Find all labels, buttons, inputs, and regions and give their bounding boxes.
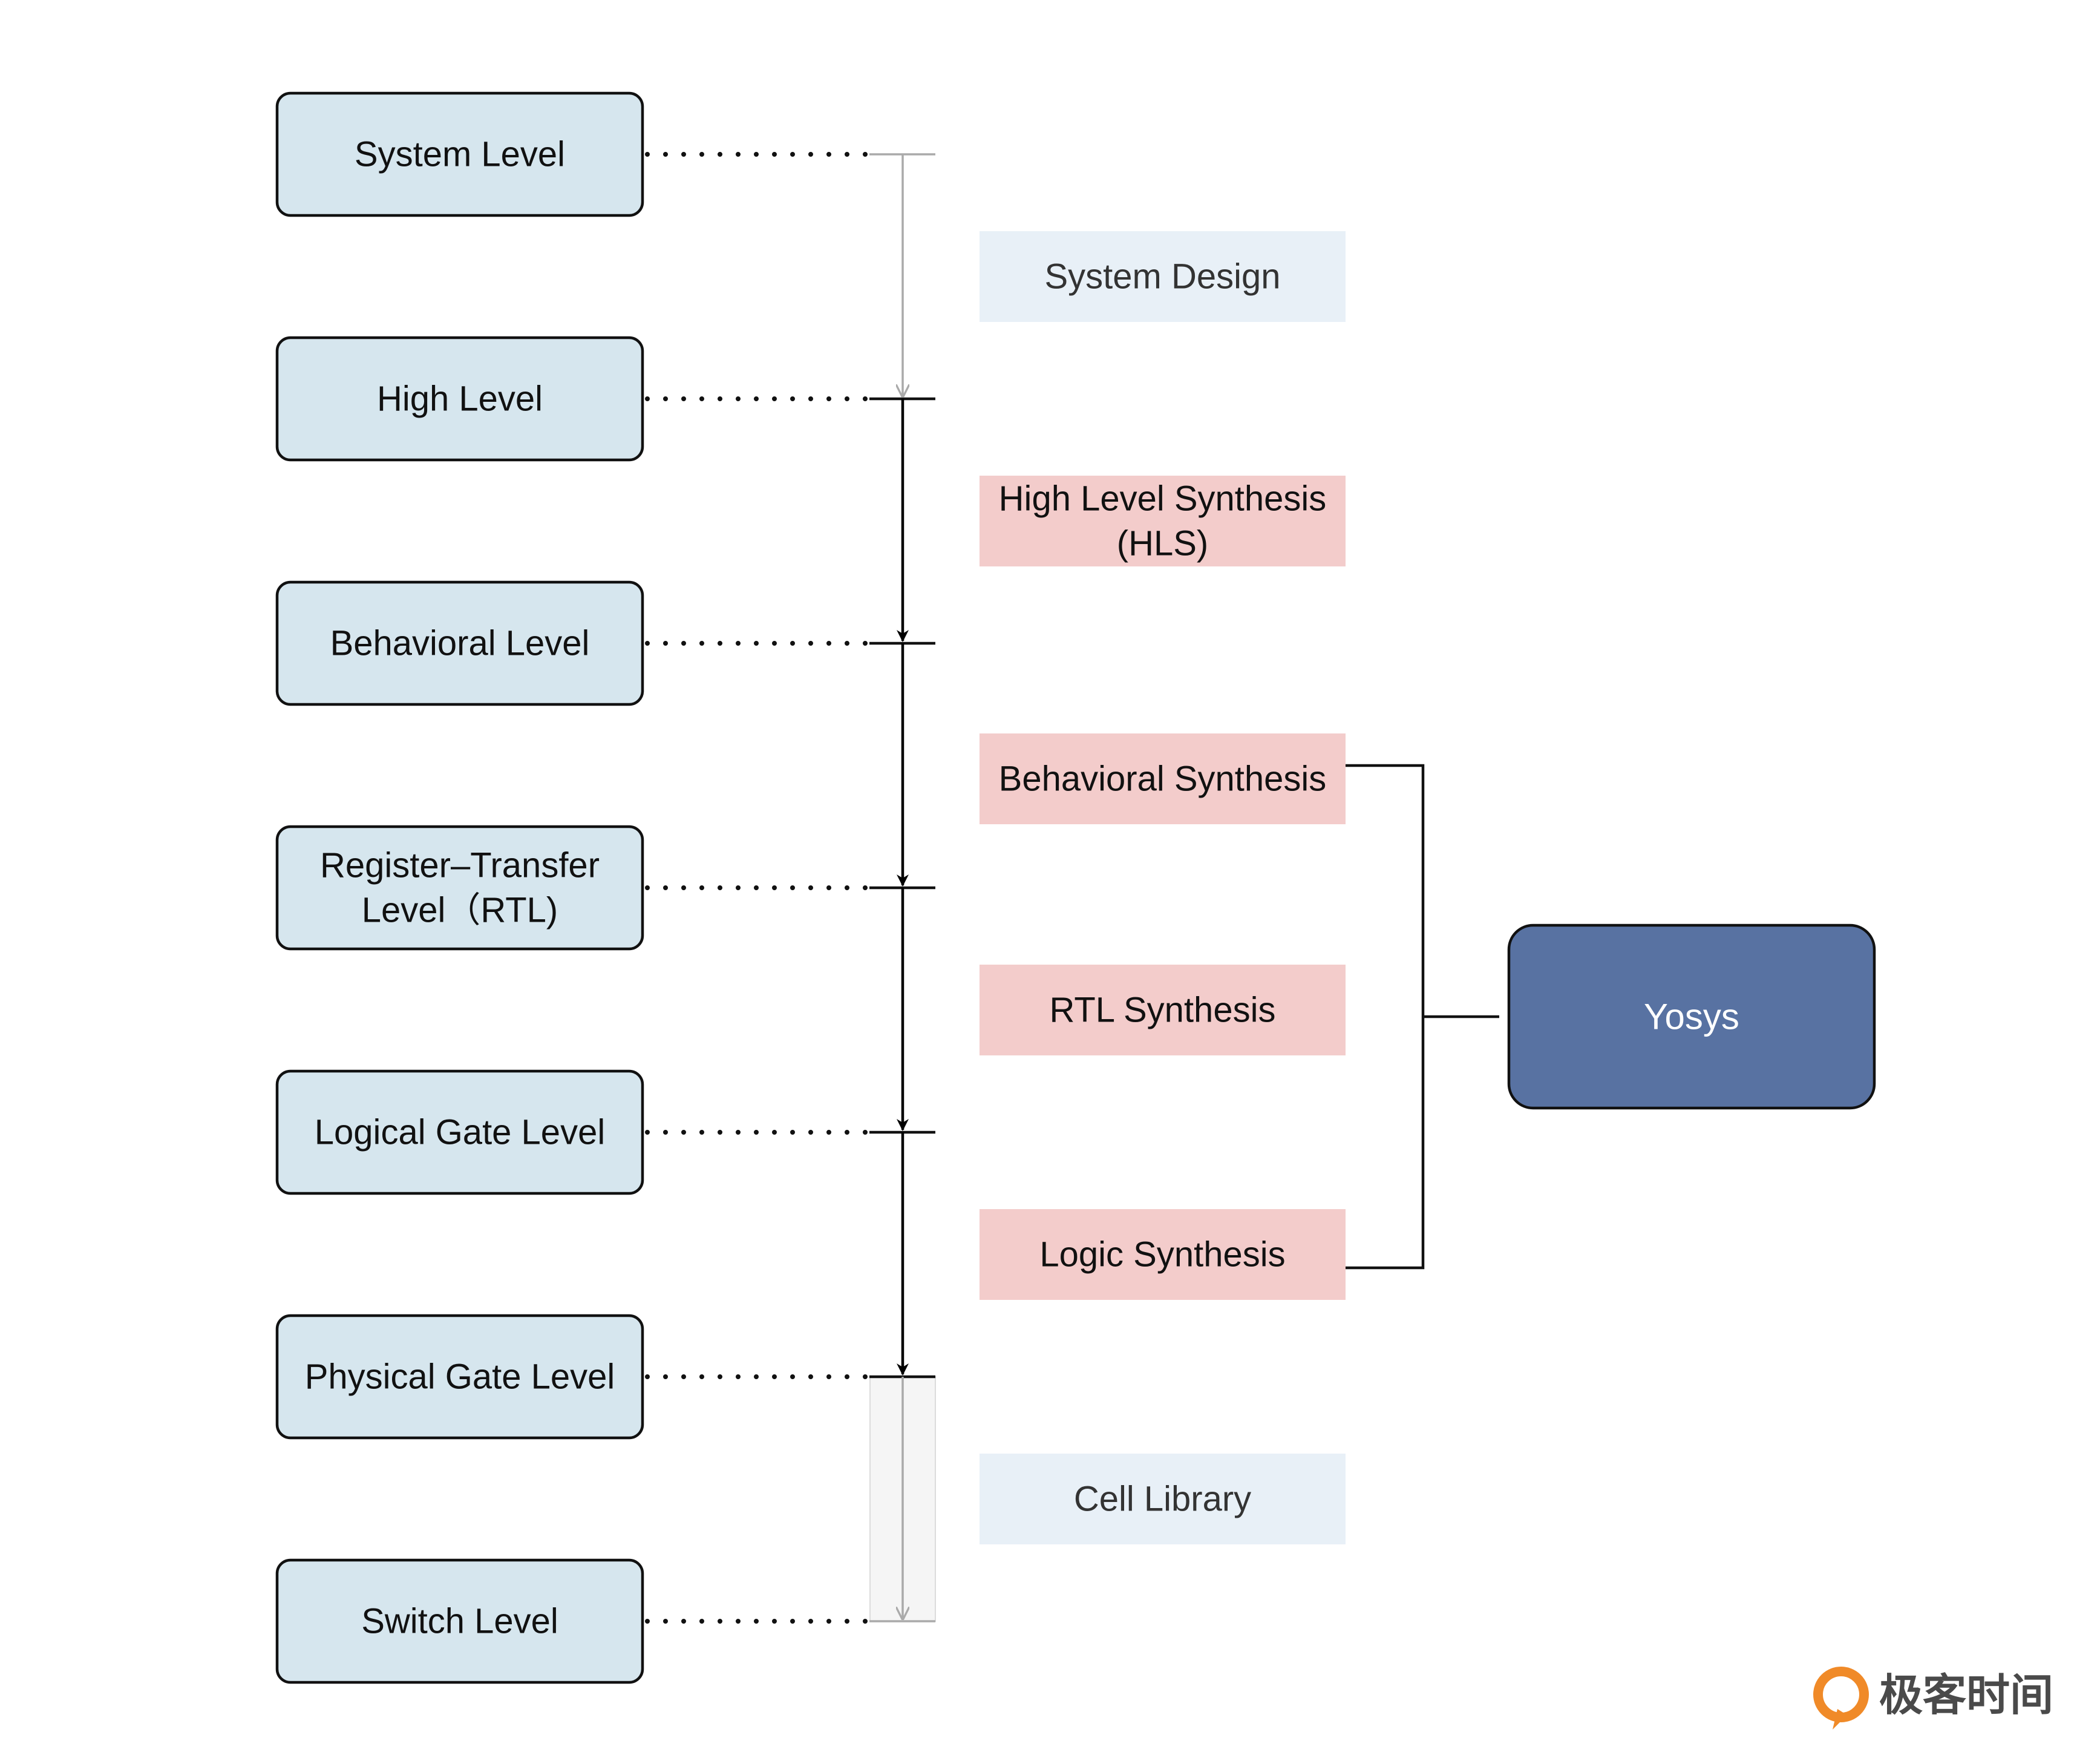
step-box <box>980 1454 1346 1544</box>
step-box <box>980 1209 1346 1300</box>
level-behavioral: Behavioral Level <box>275 580 644 706</box>
level-box <box>275 91 644 217</box>
level-label: Behavioral Level <box>330 624 590 663</box>
step-hls: High Level Synthesis (HLS) <box>980 476 1346 566</box>
level-label: Level（RTL) <box>362 891 558 930</box>
step-label: Logic Synthesis <box>1039 1235 1285 1274</box>
level-label: Register–Transfer <box>320 846 600 885</box>
step-label: System Design <box>1044 257 1280 297</box>
step-box <box>980 965 1346 1055</box>
level-physical-gate: Physical Gate Level <box>275 1314 644 1440</box>
level-box <box>275 336 644 462</box>
tool-group: Yosys <box>1346 764 1876 1270</box>
level-switch: Switch Level <box>275 1558 644 1684</box>
step-logic-synthesis: Logic Synthesis <box>980 1209 1346 1300</box>
step-label: (HLS) <box>1117 524 1208 563</box>
step-box <box>980 733 1346 824</box>
step-label: Cell Library <box>1074 1480 1251 1519</box>
level-box <box>275 1558 644 1684</box>
watermark-text: 极客时间 <box>1879 1670 2053 1720</box>
step-label: RTL Synthesis <box>1050 991 1276 1030</box>
step-rtl-synthesis: RTL Synthesis <box>980 965 1346 1055</box>
level-logical-gate: Logical Gate Level <box>275 1069 644 1195</box>
level-box <box>275 1314 644 1440</box>
level-box <box>275 825 644 951</box>
level-label: Switch Level <box>361 1602 558 1641</box>
yosys-bracket <box>1346 764 1425 1270</box>
level-system: System Level <box>275 91 644 217</box>
level-label: Physical Gate Level <box>305 1357 615 1397</box>
watermark: 极客时间 <box>1813 1667 2053 1730</box>
yosys-label: Yosys <box>1644 997 1739 1037</box>
level-label: System Level <box>355 135 565 174</box>
step-system-design: System Design <box>980 231 1346 322</box>
level-box <box>275 1069 644 1195</box>
step-box <box>980 231 1346 322</box>
level-label: Logical Gate Level <box>315 1113 605 1152</box>
connector-layer <box>645 152 936 1624</box>
step-cell-library: Cell Library <box>980 1454 1346 1544</box>
step-box <box>980 476 1346 566</box>
geektime-logo-icon <box>1813 1667 1869 1730</box>
yosys-box <box>1507 923 1876 1110</box>
step-behavioral-synthesis: Behavioral Synthesis <box>980 733 1346 824</box>
level-label: High Level <box>377 379 543 419</box>
level-box <box>275 580 644 706</box>
step-label: High Level Synthesis <box>999 479 1327 519</box>
step-label: Behavioral Synthesis <box>999 759 1327 799</box>
level-high: High Level <box>275 336 644 462</box>
